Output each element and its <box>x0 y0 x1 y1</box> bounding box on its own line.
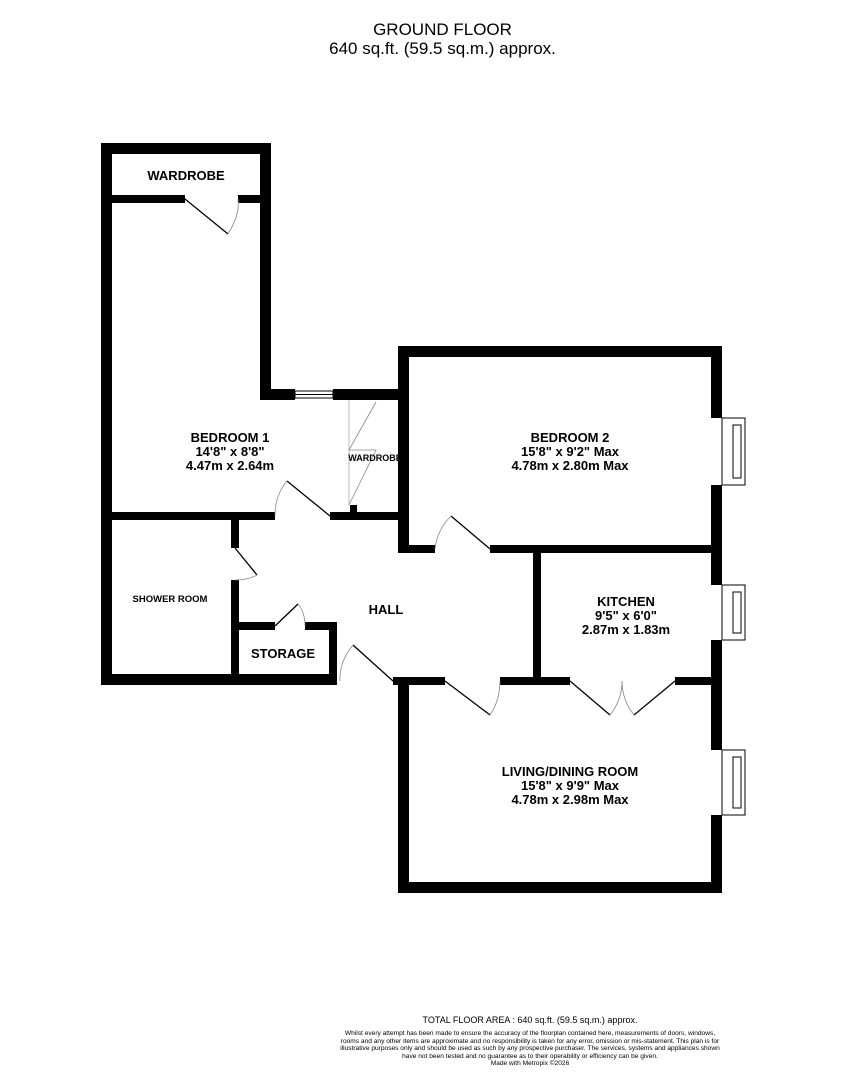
bedroom1-name: BEDROOM 1 <box>191 430 270 445</box>
walls <box>101 143 722 893</box>
shower-room-label: SHOWER ROOM <box>133 594 208 605</box>
bedroom2-imperial: 15'8" x 9'2" Max <box>521 444 620 459</box>
living-metric: 4.78m x 2.98m Max <box>511 792 629 807</box>
total-floor-area: TOTAL FLOOR AREA : 640 sq.ft. (59.5 sq.m… <box>422 1015 638 1025</box>
wardrobe-label: WARDROBE <box>147 168 225 183</box>
bedroom2-metric: 4.78m x 2.80m Max <box>511 458 629 473</box>
disclaimer: Whilst every attempt has been made to en… <box>340 1030 720 1068</box>
bedroom1-imperial: 14'8" x 8'8" <box>195 444 264 459</box>
kitchen-imperial: 9'5" x 6'0" <box>595 608 657 623</box>
bedroom1-metric: 4.47m x 2.64m <box>186 458 274 473</box>
kitchen-name: KITCHEN <box>597 594 655 609</box>
wardrobe-side-label: WARDROBE <box>348 453 402 463</box>
credit: Made with Metropix ©2026 <box>490 1060 570 1068</box>
doors <box>184 198 676 716</box>
bedroom2-name: BEDROOM 2 <box>531 430 610 445</box>
living-imperial: 15'8" x 9'9" Max <box>521 778 620 793</box>
hall-label: HALL <box>369 602 404 617</box>
room-labels: WARDROBE BEDROOM 1 14'8" x 8'8" 4.47m x … <box>133 168 671 807</box>
floor-area: 640 sq.ft. (59.5 sq.m.) approx. <box>329 39 556 58</box>
kitchen-metric: 2.87m x 1.83m <box>582 622 670 637</box>
disclaimer-text: Whilst every attempt has been made to en… <box>340 1030 720 1060</box>
windows <box>294 390 746 816</box>
floor-title: GROUND FLOOR <box>373 20 512 39</box>
living-name: LIVING/DINING ROOM <box>502 764 639 779</box>
storage-label: STORAGE <box>251 646 315 661</box>
